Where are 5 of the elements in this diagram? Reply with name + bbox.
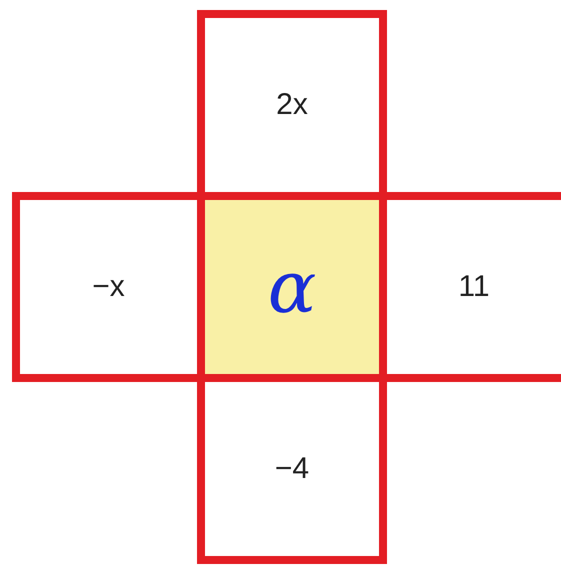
cell-value: −4 — [274, 452, 310, 486]
cell-value: 2x — [276, 88, 308, 122]
cell-value: 11 — [458, 270, 490, 304]
variable-symbol: α — [268, 245, 316, 329]
cell-value: −x — [92, 270, 125, 304]
